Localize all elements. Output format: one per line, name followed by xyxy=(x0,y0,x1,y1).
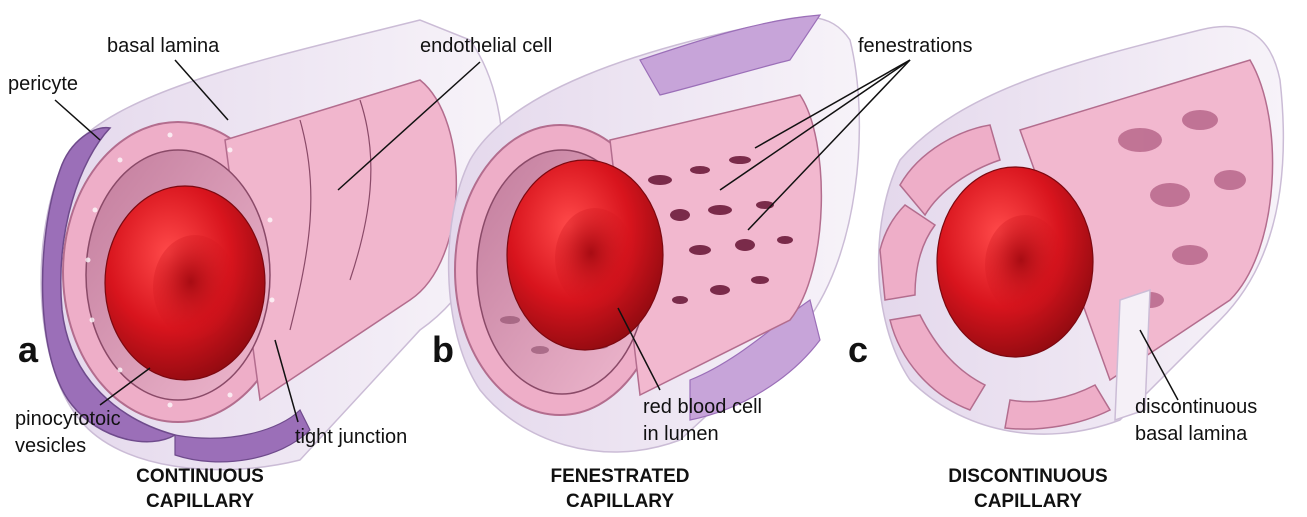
label-red-blood-cell-line1: red blood cell xyxy=(643,396,762,418)
panel-letter-b: b xyxy=(432,329,454,370)
label-pericyte: pericyte xyxy=(8,73,78,95)
label-endothelial-cell: endothelial cell xyxy=(420,35,552,57)
panel-c-discontinuous-capillary xyxy=(879,27,1284,435)
panel-a-continuous-capillary xyxy=(41,20,503,470)
caption-b-line1: FENESTRATED xyxy=(551,466,690,487)
panel-letter-a: a xyxy=(18,329,39,370)
caption-c-line2: CAPILLARY xyxy=(974,491,1082,512)
caption-a-line2: CAPILLARY xyxy=(146,491,254,512)
panel-letter-c: c xyxy=(848,329,868,370)
label-discontinuous-line1: discontinuous xyxy=(1135,396,1257,418)
caption-b-line2: CAPILLARY xyxy=(566,491,674,512)
caption-a-line1: CONTINUOUS xyxy=(136,466,264,487)
panel-b-fenestrated-capillary xyxy=(449,15,860,452)
caption-c-line1: DISCONTINUOUS xyxy=(948,466,1107,487)
label-fenestrations: fenestrations xyxy=(858,35,973,57)
label-pinocytotic-vesicles-line2: vesicles xyxy=(15,435,86,457)
label-tight-junction: tight junction xyxy=(295,426,407,448)
label-basal-lamina: basal lamina xyxy=(107,35,220,57)
label-discontinuous-line2: basal lamina xyxy=(1135,423,1248,445)
label-red-blood-cell-line2: in lumen xyxy=(643,423,719,445)
label-pinocytotic-vesicles-line1: pinocytotoic xyxy=(15,408,121,430)
